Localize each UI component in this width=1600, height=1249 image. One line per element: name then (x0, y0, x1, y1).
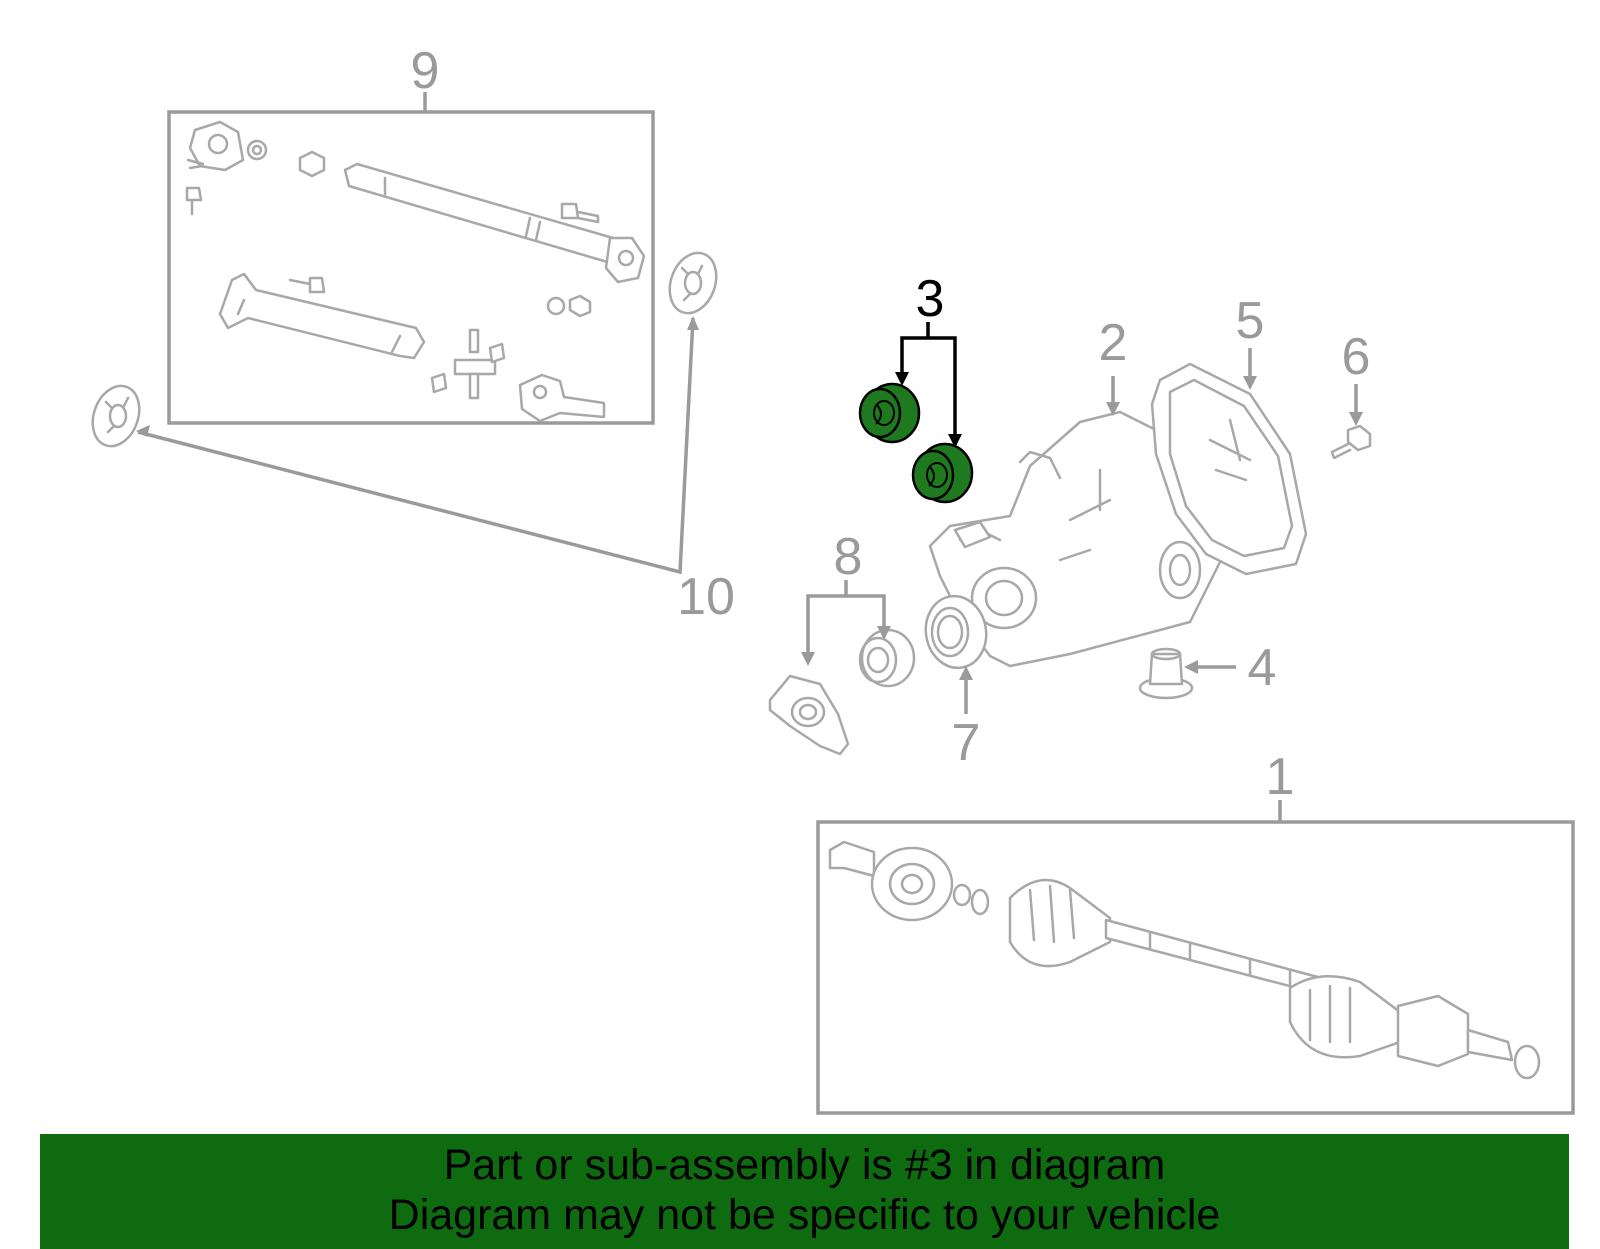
banner-line-2: Diagram may not be specific to your vehi… (388, 1191, 1221, 1239)
nut (246, 139, 268, 161)
info-banner: Part or sub-assembly is #3 in diagram Di… (40, 1134, 1569, 1249)
cover-bolt (1330, 424, 1372, 460)
outer-cv-joint (1396, 994, 1514, 1068)
part-3-bushing-front (858, 382, 921, 444)
nuts (546, 294, 592, 318)
leader-8 (801, 580, 891, 666)
inner-cv-joint (828, 840, 954, 922)
leader-6 (1349, 384, 1363, 426)
callout-1: 1 (1266, 748, 1295, 806)
retaining-ring (1513, 1044, 1541, 1080)
leader-4 (1184, 660, 1236, 674)
outer-boot (1288, 975, 1402, 1059)
mount-bushing (858, 628, 916, 688)
oil-seal (924, 594, 988, 670)
slip-yoke (518, 373, 606, 423)
callout-5: 5 (1236, 292, 1265, 350)
drain-plug (1138, 647, 1194, 700)
carrier-cover (1150, 362, 1308, 576)
callout-6: 6 (1342, 328, 1371, 386)
banner-line-1: Part or sub-assembly is #3 in diagram (443, 1141, 1166, 1189)
callout-4: 4 (1248, 639, 1277, 697)
damper-lower (91, 384, 141, 448)
part-3-bushing-rear (911, 442, 974, 504)
mount-bracket (768, 674, 850, 756)
leader-7 (959, 666, 973, 714)
callout-9: 9 (411, 42, 440, 100)
leader-3 (895, 322, 962, 448)
center-bearing-flange (186, 120, 245, 172)
damper-upper (668, 251, 718, 315)
callout-2: 2 (1099, 314, 1128, 372)
callout-8: 8 (834, 528, 863, 586)
inner-boot (1008, 878, 1112, 968)
callout-7: 7 (952, 714, 981, 772)
callout-10: 10 (677, 568, 735, 626)
callout-3: 3 (916, 270, 945, 328)
driveshaft-kit-box: 9 (167, 42, 655, 425)
bolt (185, 186, 203, 216)
hex-nut (298, 150, 326, 178)
bolt (288, 276, 326, 294)
axle-shaft-box: 1 (816, 748, 1575, 1115)
leader-10 (136, 316, 699, 575)
rear-propeller-shaft (218, 272, 426, 360)
leader-2 (1106, 376, 1120, 416)
snap-rings (952, 883, 990, 916)
front-propeller-shaft (343, 162, 646, 284)
leader-5 (1243, 348, 1257, 390)
universal-joint (430, 328, 506, 400)
differential-carrier (928, 410, 1222, 668)
bolt (560, 202, 600, 224)
